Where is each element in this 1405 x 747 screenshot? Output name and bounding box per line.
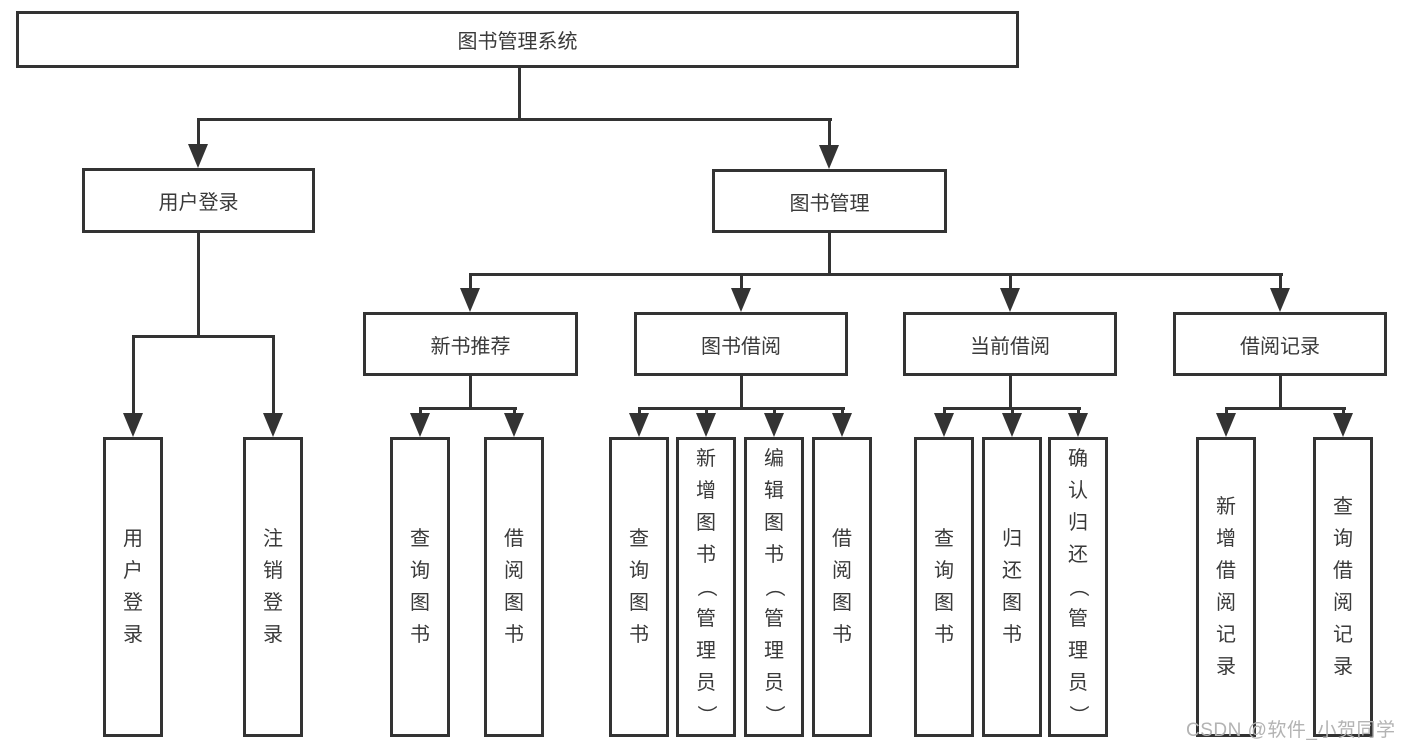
connector-line (419, 407, 517, 410)
node-user-login-label: 用户登录 (158, 192, 239, 214)
leaf-borrow-books-2-label: 借阅图书 (832, 528, 852, 646)
arrow-down-icon (1000, 288, 1020, 312)
node-library-management-system: 图书管理系统 (16, 11, 1019, 68)
node-current-borrowing: 当前借阅 (903, 312, 1117, 376)
leaf-borrow-books-1: 借阅图书 (484, 437, 544, 737)
arrow-down-icon (934, 413, 954, 437)
node-borrowing-records: 借阅记录 (1173, 312, 1387, 376)
connector-line (132, 335, 275, 338)
leaf-query-books-2: 查询图书 (609, 437, 669, 737)
connector-line (518, 68, 521, 120)
connector-line (1225, 407, 1346, 410)
leaf-user-login-label: 用户登录 (123, 528, 143, 646)
arrow-down-icon (764, 413, 784, 437)
connector-line (132, 335, 135, 415)
arrow-down-icon (696, 413, 716, 437)
leaf-edit-books-admin-label: 编辑图书（管理员） (763, 448, 785, 725)
connector-line (828, 233, 831, 276)
arrow-down-icon (832, 413, 852, 437)
node-new-book-recommendation-label: 新书推荐 (430, 335, 511, 358)
connector-line (705, 407, 708, 415)
arrow-down-icon (629, 413, 649, 437)
leaf-query-borrow-record: 查询借阅记录 (1313, 437, 1373, 737)
arrow-down-icon (1270, 288, 1290, 312)
connector-line (828, 118, 831, 148)
arrow-down-icon (819, 145, 839, 169)
arrow-down-icon (504, 413, 524, 437)
connector-line (197, 118, 832, 121)
leaf-add-borrow-record: 新增借阅记录 (1196, 437, 1256, 737)
leaf-query-books-1: 查询图书 (390, 437, 450, 737)
connector-line (1009, 273, 1012, 291)
arrow-down-icon (1216, 413, 1236, 437)
connector-line (272, 335, 275, 415)
connector-line (841, 407, 844, 415)
node-user-login: 用户登录 (82, 168, 315, 233)
connector-line (1009, 376, 1012, 409)
connector-line (469, 273, 1283, 276)
node-new-book-recommendation: 新书推荐 (363, 312, 578, 376)
node-borrowing-records-label: 借阅记录 (1240, 335, 1320, 358)
connector-line (1225, 407, 1228, 415)
node-book-management-label: 图书管理 (789, 192, 870, 215)
connector-line (1279, 273, 1282, 291)
leaf-add-books-admin-label: 新增图书（管理员） (695, 448, 717, 725)
arrow-down-icon (1333, 413, 1353, 437)
connector-line (1279, 376, 1282, 409)
leaf-confirm-return-admin: 确认归还（管理员） (1048, 437, 1108, 737)
connector-line (469, 273, 472, 291)
leaf-query-books-2-label: 查询图书 (629, 528, 649, 646)
leaf-confirm-return-admin-label: 确认归还（管理员） (1067, 448, 1089, 725)
arrow-down-icon (188, 144, 208, 168)
leaf-query-books-3-label: 查询图书 (934, 528, 954, 646)
node-library-management-system-label: 图书管理系统 (457, 31, 578, 53)
arrow-down-icon (731, 288, 751, 312)
connector-line (638, 407, 641, 415)
csdn-watermark: CSDN @软件_小贺同学 (1186, 720, 1396, 741)
leaf-add-books-admin: 新增图书（管理员） (676, 437, 736, 737)
leaf-logout: 注销登录 (243, 437, 303, 737)
leaf-add-borrow-record-label: 新增借阅记录 (1216, 496, 1236, 678)
leaf-query-borrow-record-label: 查询借阅记录 (1333, 496, 1353, 678)
leaf-return-books: 归还图书 (982, 437, 1042, 737)
node-book-management: 图书管理 (712, 169, 947, 233)
connector-line (740, 273, 743, 291)
connector-line (469, 376, 472, 409)
arrow-down-icon (1068, 413, 1088, 437)
connector-line (740, 376, 743, 409)
connector-line (943, 407, 946, 415)
connector-line (419, 407, 422, 415)
connector-line (773, 407, 776, 415)
connector-line (1011, 407, 1014, 415)
arrow-down-icon (460, 288, 480, 312)
leaf-logout-label: 注销登录 (263, 528, 283, 646)
connector-line (197, 233, 200, 337)
leaf-return-books-label: 归还图书 (1002, 528, 1022, 646)
connector-line (1342, 407, 1345, 415)
arrow-down-icon (1002, 413, 1022, 437)
arrow-down-icon (410, 413, 430, 437)
connector-line (197, 118, 200, 148)
node-book-borrowing: 图书借阅 (634, 312, 848, 376)
connector-line (513, 407, 516, 415)
leaf-borrow-books-1-label: 借阅图书 (504, 528, 524, 646)
node-book-borrowing-label: 图书借阅 (701, 335, 781, 358)
arrow-down-icon (123, 413, 143, 437)
arrow-down-icon (263, 413, 283, 437)
leaf-query-books-1-label: 查询图书 (410, 528, 430, 646)
leaf-user-login: 用户登录 (103, 437, 163, 737)
leaf-query-books-3: 查询图书 (914, 437, 974, 737)
connector-line (638, 407, 845, 410)
connector-line (1077, 407, 1080, 415)
leaf-edit-books-admin: 编辑图书（管理员） (744, 437, 804, 737)
node-current-borrowing-label: 当前借阅 (970, 335, 1050, 358)
leaf-borrow-books-2: 借阅图书 (812, 437, 872, 737)
